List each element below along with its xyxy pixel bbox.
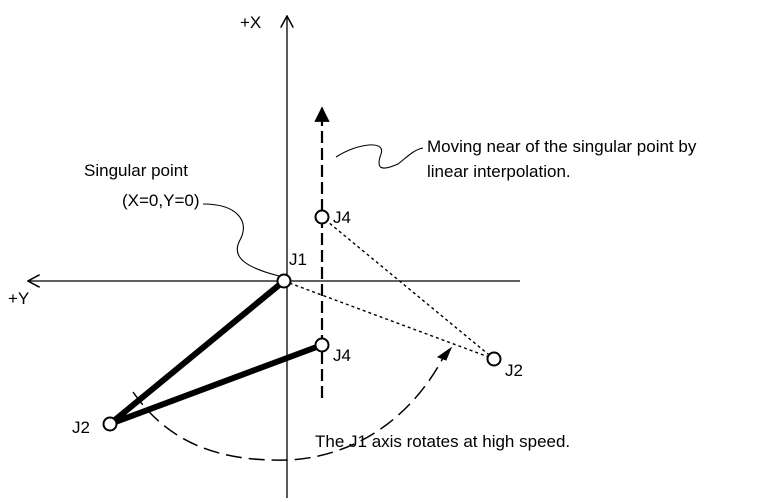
singular-point-leader bbox=[202, 203, 280, 277]
x-axis-label: +X bbox=[240, 13, 261, 32]
j2-left-label: J2 bbox=[72, 418, 90, 437]
y-axis-label: +Y bbox=[8, 289, 29, 308]
j4-lower-label: J4 bbox=[333, 346, 351, 365]
j1-label: J1 bbox=[289, 250, 307, 269]
j2-right-joint-marker bbox=[486, 351, 502, 367]
interpolation-note-line2: linear interpolation. bbox=[427, 162, 571, 181]
interpolation-leader bbox=[335, 144, 424, 169]
j4-upper-label: J4 bbox=[333, 208, 351, 227]
alt-arm-j1-j2 bbox=[283, 280, 495, 360]
arm-j1-j2 bbox=[108, 278, 286, 427]
j4-lower-joint-marker bbox=[314, 337, 330, 353]
rotation-note: The J1 axis rotates at high speed. bbox=[315, 432, 570, 451]
rotation-arrowhead bbox=[436, 346, 453, 361]
arm-j2-j4 bbox=[108, 342, 324, 427]
rotation-arc bbox=[132, 351, 447, 461]
j2-right-label: J2 bbox=[505, 361, 523, 380]
singular-point-title: Singular point bbox=[84, 161, 188, 180]
alt-arm-j2-j4 bbox=[321, 216, 495, 360]
j4-upper-joint-marker bbox=[314, 209, 330, 225]
interpolation-note-line1: Moving near of the singular point by bbox=[427, 137, 697, 156]
j2-left-joint-marker bbox=[102, 416, 118, 432]
singular-point-coords: (X=0,Y=0) bbox=[122, 191, 200, 210]
j1-joint-marker bbox=[276, 273, 292, 289]
